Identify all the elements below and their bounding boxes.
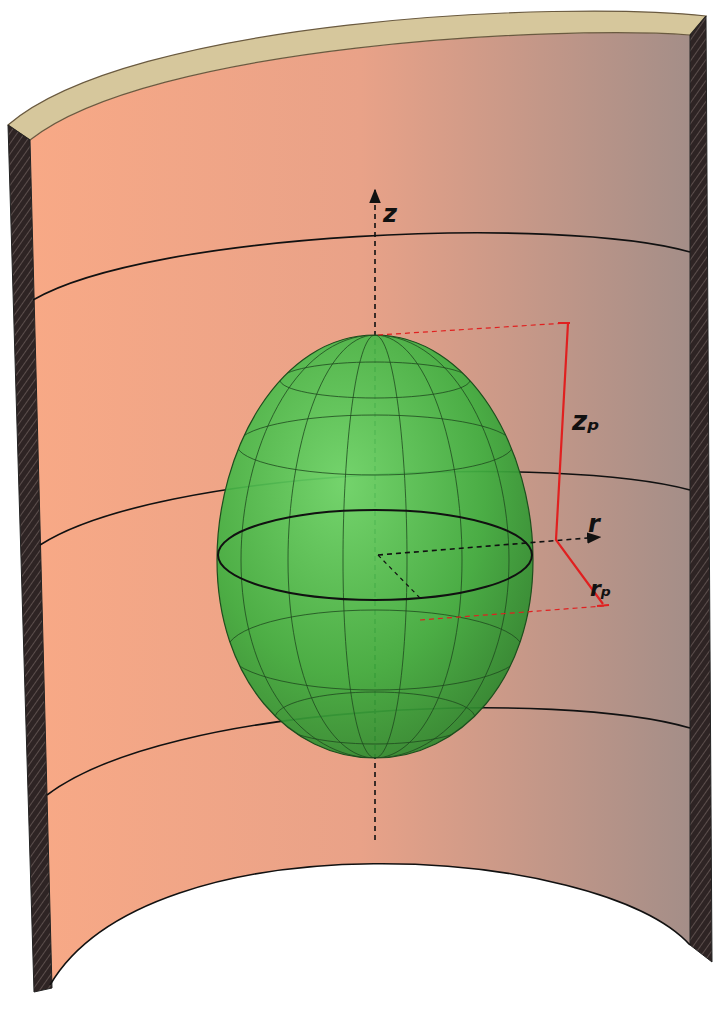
wall-lines [33, 233, 690, 985]
cylinder-rim [8, 11, 706, 140]
r-axis [378, 537, 600, 555]
axis-label: rₚ [590, 578, 611, 600]
axis-label: zₚ [572, 408, 600, 434]
axis-label: z [383, 202, 397, 226]
ellipsoid [217, 335, 533, 758]
wall-section [690, 16, 712, 962]
axis-label: r [588, 512, 600, 536]
wall-section [8, 125, 52, 992]
radius-line [378, 555, 420, 598]
dimension-lines [378, 323, 609, 620]
inner-wall [30, 33, 690, 985]
